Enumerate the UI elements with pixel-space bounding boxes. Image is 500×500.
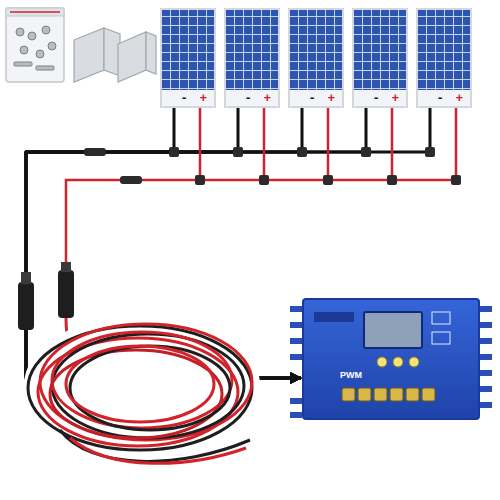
solar-panel: -+ (224, 8, 280, 108)
positive-wires (66, 108, 456, 272)
red-wire (327, 108, 330, 180)
red-trunk (66, 180, 456, 272)
z-bracket (74, 28, 104, 82)
coil-ground (24, 315, 260, 455)
charge-controller: PWM (302, 298, 480, 420)
button (409, 357, 419, 367)
fin (290, 398, 302, 404)
terminal (358, 388, 371, 401)
nut (42, 26, 50, 34)
plug-tip (61, 262, 71, 272)
fin (290, 338, 302, 344)
y-connector (387, 175, 397, 185)
z-bracket (118, 32, 146, 82)
model-label: PWM (340, 370, 362, 381)
button (393, 357, 403, 367)
y-connector (259, 175, 269, 185)
hardware-bag (6, 8, 64, 82)
coil-loop (52, 332, 232, 428)
bag-zip (10, 11, 60, 13)
red-wire (455, 108, 458, 180)
solar-panel: -+ (416, 8, 472, 108)
terminal (390, 388, 403, 401)
cable-coil (28, 324, 252, 463)
fin (480, 370, 492, 376)
polarity-mark: - (310, 91, 314, 105)
red-wire (263, 108, 266, 180)
polarity-mark: + (263, 91, 271, 105)
polarity-mark: + (199, 91, 207, 105)
red-wire (391, 108, 394, 180)
polarity-mark: - (374, 91, 378, 105)
red-wire (199, 108, 202, 180)
y-connector (297, 147, 307, 157)
y-connector (361, 147, 371, 157)
bolt (36, 66, 54, 70)
bolt (14, 62, 32, 66)
red-plug (58, 270, 74, 318)
z-brackets (74, 28, 156, 82)
inline-connector (84, 148, 106, 156)
fin (480, 338, 492, 344)
y-connectors (84, 147, 461, 185)
coil-loop (66, 346, 214, 422)
y-connector (233, 147, 243, 157)
y-connector (425, 147, 435, 157)
rating-plate (314, 312, 354, 322)
status-icon (432, 312, 450, 324)
nut (36, 50, 44, 58)
status-icon (432, 332, 450, 344)
black-plug (18, 282, 34, 330)
nut (16, 28, 24, 36)
fin (480, 322, 492, 328)
polarity-mark: - (438, 91, 442, 105)
solar-panel: -+ (288, 8, 344, 108)
polarity-mark: + (327, 91, 335, 105)
nut (48, 42, 56, 50)
nuts-and-bolts (14, 26, 56, 70)
controller-face (302, 298, 480, 420)
lcd-screen (364, 312, 422, 348)
solar-panel: -+ (160, 8, 216, 108)
fin (290, 412, 302, 418)
terminal (406, 388, 419, 401)
y-connector (195, 175, 205, 185)
cable-end (70, 438, 246, 463)
coil-loop (70, 346, 230, 430)
y-connector (169, 147, 179, 157)
solar-panel: -+ (352, 8, 408, 108)
nut (28, 32, 36, 40)
fin (480, 306, 492, 312)
polarity-mark: + (455, 91, 463, 105)
y-connector (323, 175, 333, 185)
z-bracket (146, 32, 156, 74)
inline-connector (120, 176, 142, 184)
fin (290, 354, 302, 360)
fin (290, 322, 302, 328)
fin (480, 386, 492, 392)
terminal (422, 388, 435, 401)
nut (20, 46, 28, 54)
polarity-mark: - (182, 91, 186, 105)
button (377, 357, 387, 367)
polarity-mark: - (246, 91, 250, 105)
terminal (374, 388, 387, 401)
y-connector (451, 175, 461, 185)
bag-seal (6, 8, 64, 16)
fin (480, 354, 492, 360)
plug-tip (21, 272, 31, 284)
fin (290, 306, 302, 312)
polarity-mark: + (391, 91, 399, 105)
terminal (342, 388, 355, 401)
fin (480, 402, 492, 408)
